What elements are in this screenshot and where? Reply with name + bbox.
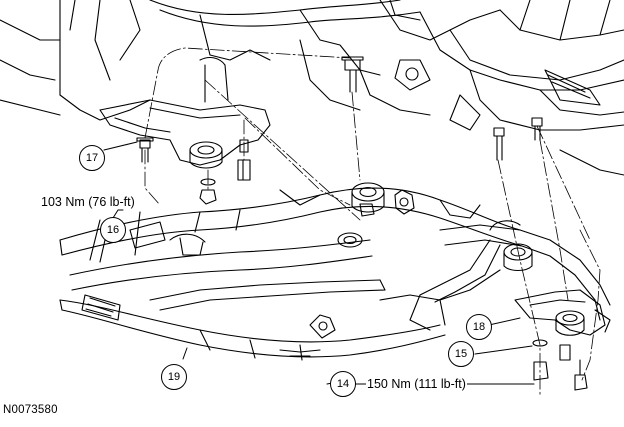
subframe-right-rail (409, 220, 611, 331)
callout-15: 15 (448, 341, 474, 367)
figure-reference-code: N0073580 (3, 404, 58, 416)
center-mount (337, 182, 415, 248)
callout-17: 17 (79, 145, 105, 171)
torque-spec-rear: 150 Nm (111 lb-ft) (366, 377, 467, 391)
lower-crossmember (59, 269, 501, 361)
subframe-rail (59, 187, 523, 291)
front-bracket (99, 56, 271, 169)
rear-bracket (514, 289, 611, 336)
callout-18: 18 (466, 314, 492, 340)
callout-19: 19 (161, 364, 187, 390)
bolt-group-front (136, 137, 251, 205)
assembly-centerlines (144, 47, 601, 396)
bolt-group-rear (493, 117, 588, 391)
torque-spec-front: 103 Nm (76 lb-ft) (40, 195, 136, 209)
callout-16: 16 (100, 217, 126, 243)
callout-14: 14 (330, 371, 356, 397)
bolt-group-center (341, 56, 375, 217)
body-floor-structure (0, 0, 624, 176)
